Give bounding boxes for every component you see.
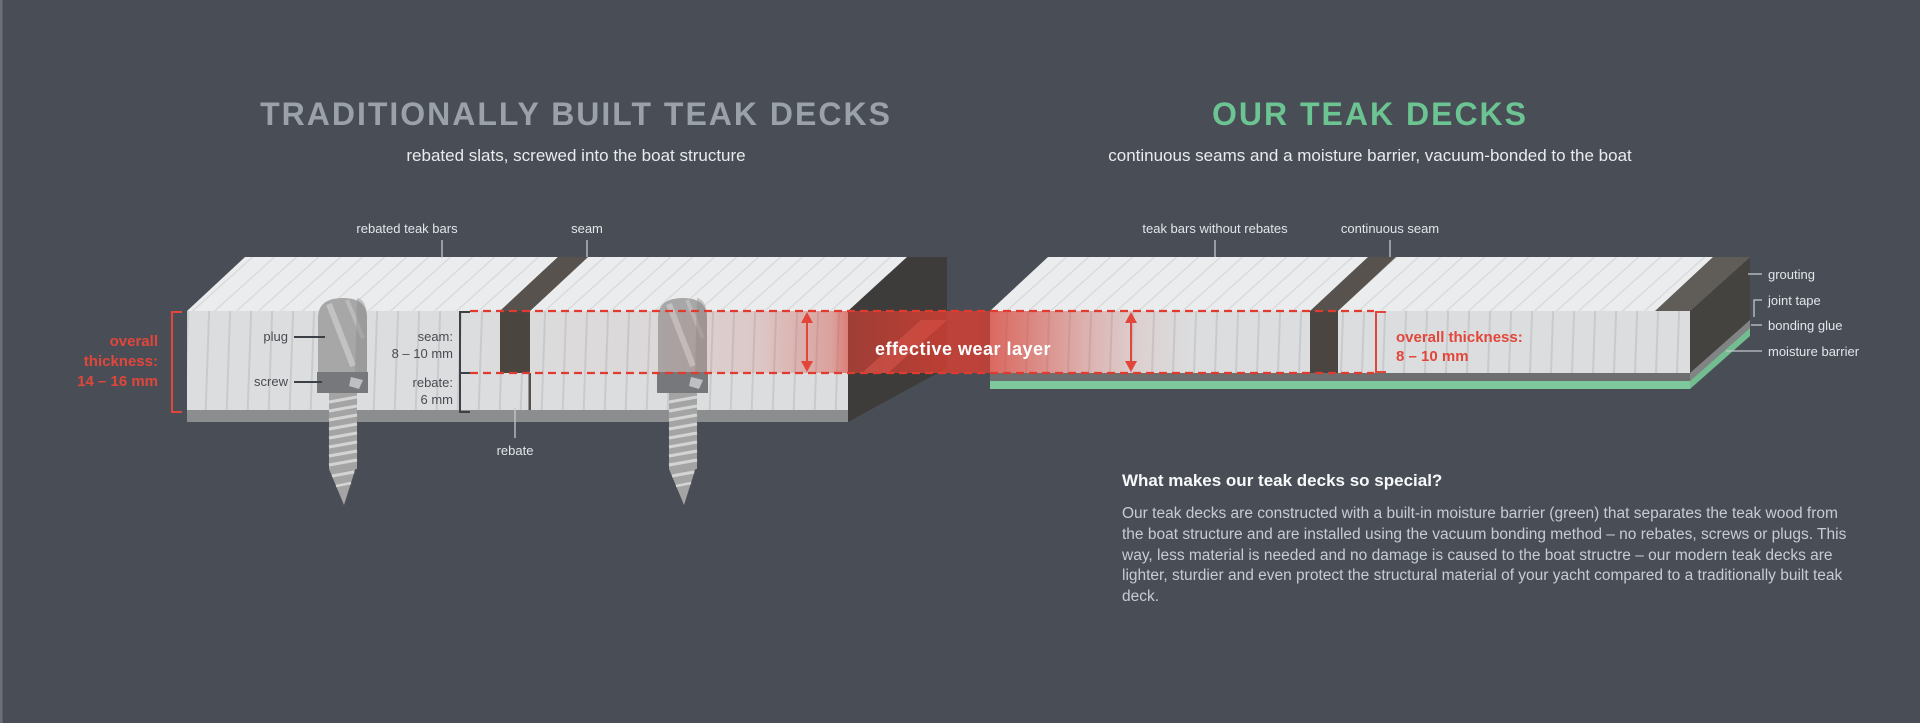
- thickness-label: overall thickness:: [1396, 329, 1523, 346]
- thickness-arrow-right: [1125, 312, 1137, 372]
- thickness-arrow-left: [801, 312, 813, 372]
- label-screw: screw: [254, 374, 289, 389]
- label-moisture-barrier: moisture barrier: [1768, 344, 1860, 359]
- label-rebate: rebate: [497, 443, 534, 458]
- grouting-band: [1655, 257, 1750, 311]
- label-continuous-seam: continuous seam: [1341, 221, 1439, 236]
- info-heading: What makes our teak decks so special?: [1122, 471, 1443, 490]
- value-rebate-depth: 6 mm: [421, 392, 454, 407]
- label-teak-bars-without-rebates: teak bars without rebates: [1142, 221, 1288, 236]
- thickness-bracket-left: [171, 311, 182, 413]
- deck-end-face: [1690, 257, 1750, 373]
- info-body: Our teak decks are constructed with a bu…: [1122, 505, 1847, 606]
- right-subtitle: continuous seams and a moisture barrier,…: [1108, 146, 1632, 165]
- label-seam: seam: [571, 221, 603, 236]
- thickness-word-1: overall: [110, 333, 158, 350]
- value-seam-depth: 8 – 10 mm: [392, 346, 453, 361]
- left-subtitle: rebated slats, screwed into the boat str…: [406, 146, 745, 165]
- effective-wear-layer-label: effective wear layer: [875, 339, 1051, 359]
- wear-layer-band: [470, 311, 1374, 373]
- thickness-word-2: thickness:: [84, 353, 158, 370]
- thickness-value: 8 – 10 mm: [1396, 348, 1469, 365]
- layer-callouts: grouting joint tape bonding glue moistur…: [1726, 267, 1860, 359]
- boat-structure-strip: [187, 410, 848, 422]
- moisture-barrier-layer: [990, 381, 1690, 389]
- bonding-glue-layer: [990, 373, 1690, 381]
- overall-thickness-right: overall thickness: 8 – 10 mm: [1375, 311, 1523, 373]
- modern-deck-labels: teak bars without rebates continuous sea…: [1142, 221, 1860, 373]
- info-block: What makes our teak decks so special? Ou…: [1122, 471, 1848, 608]
- label-rebate-depth: rebate:: [413, 375, 453, 390]
- seam-rebate-bracket: [459, 311, 470, 413]
- rebate-cut-line: [528, 373, 531, 410]
- left-header: TRADITIONALLY BUILT TEAK DECKS rebated s…: [260, 96, 892, 165]
- label-bonding-glue: bonding glue: [1768, 318, 1842, 333]
- wear-layer-overlay: effective wear layer: [470, 309, 1374, 375]
- thickness-bracket-right: [1375, 311, 1386, 373]
- label-plug: plug: [263, 329, 288, 344]
- label-joint-tape: joint tape: [1767, 293, 1821, 308]
- label-seam-depth: seam:: [418, 329, 453, 344]
- right-header: OUR TEAK DECKS continuous seams and a mo…: [1108, 96, 1632, 165]
- left-title: TRADITIONALLY BUILT TEAK DECKS: [260, 96, 892, 132]
- thickness-value: 14 – 16 mm: [77, 373, 158, 390]
- label-grouting: grouting: [1768, 267, 1815, 282]
- left-edge-line: [0, 0, 3, 723]
- continuous-seam-groove-top: [1310, 257, 1396, 311]
- right-title: OUR TEAK DECKS: [1212, 96, 1528, 132]
- label-rebated-teak-bars: rebated teak bars: [356, 221, 458, 236]
- traditional-deck-labels: rebated teak bars seam plug screw seam: …: [77, 221, 603, 458]
- overall-thickness-left: overall thickness: 14 – 16 mm: [77, 311, 182, 413]
